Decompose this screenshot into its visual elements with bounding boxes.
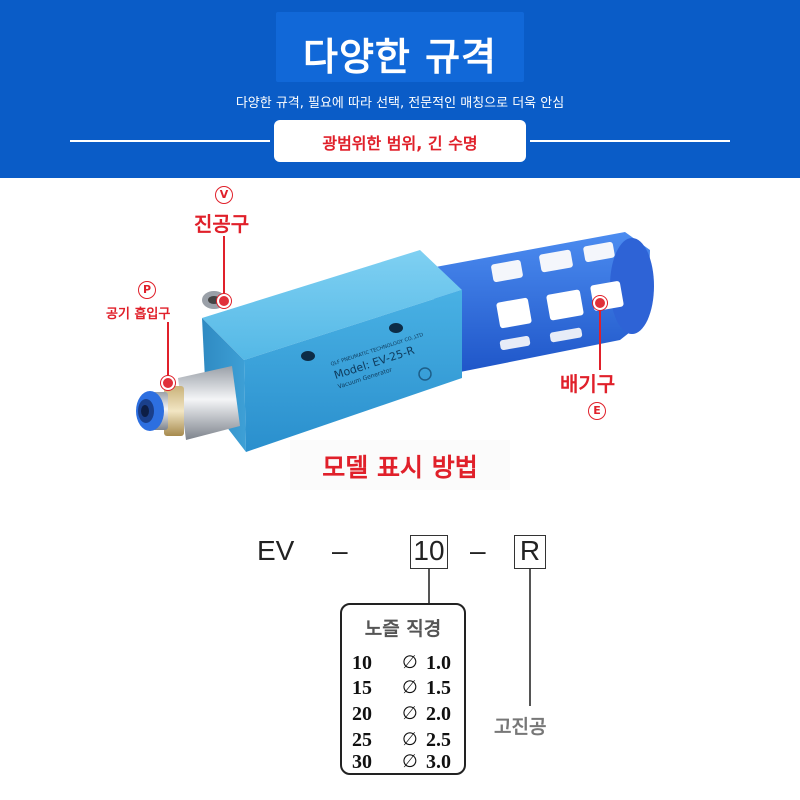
feature-pill-text: 광범위한 범위, 긴 수명 (322, 134, 478, 153)
exhaust-port-badge: E (588, 402, 606, 420)
suffix-code-box: R (514, 535, 546, 569)
vacuum-port-marker (217, 294, 231, 308)
nozzle-diameter: 2.0 (426, 703, 451, 725)
nozzle-row: 15 ∅ 1.5 (352, 677, 462, 701)
exhaust-port-label: 배기구 (560, 372, 616, 396)
air-inlet-marker (161, 376, 175, 390)
model-separator-1: – (332, 535, 348, 566)
diameter-symbol: ∅ (402, 729, 418, 750)
model-display-box: 모델 표시 방법 (290, 440, 510, 490)
nozzle-diameter: 3.0 (426, 751, 451, 773)
diameter-symbol: ∅ (402, 751, 418, 772)
exhaust-port-leader (599, 310, 601, 370)
air-inlet-label: 공기 흡입구 (106, 307, 171, 322)
model-display-title: 모델 표시 방법 (322, 453, 478, 482)
nozzle-code: 15 (352, 677, 372, 699)
page-title: 다양한 규격 (302, 35, 498, 79)
divider-right (530, 140, 730, 142)
nozzle-row: 10 ∅ 1.0 (352, 652, 462, 676)
nozzle-code: 25 (352, 729, 372, 751)
nozzle-code: 20 (352, 703, 372, 725)
nozzle-diameter: 1.5 (426, 677, 451, 699)
vacuum-port-leader (223, 236, 225, 298)
nozzle-row: 30 ∅ 3.0 (352, 751, 462, 775)
nozzle-code: 30 (352, 751, 372, 773)
size-code-leader (428, 569, 430, 603)
vacuum-port-label: 진공구 (194, 212, 250, 236)
page-subtitle: 다양한 규격, 필요에 따라 선택, 전문적인 매칭으로 더욱 안심 (235, 96, 565, 111)
suffix-meaning-label: 고진공 (494, 716, 547, 738)
vacuum-port-badge: V (215, 186, 233, 204)
diameter-symbol: ∅ (402, 677, 418, 698)
suffix-code-leader (529, 569, 531, 706)
nozzle-diameter: 2.5 (426, 729, 451, 751)
model-prefix: EV (257, 535, 295, 566)
diameter-symbol: ∅ (402, 703, 418, 724)
exhaust-port-marker (593, 296, 607, 310)
air-inlet-leader (167, 322, 169, 382)
divider-left (70, 140, 270, 142)
title-box: 다양한 규격 (276, 12, 524, 82)
model-separator-2: – (470, 535, 486, 566)
nozzle-table-title: 노즐 직경 (364, 618, 442, 640)
header-banner: 다양한 규격 다양한 규격, 필요에 따라 선택, 전문적인 매칭으로 더욱 안… (0, 0, 800, 178)
size-code-box: 10 (410, 535, 448, 569)
diameter-symbol: ∅ (402, 652, 418, 673)
nozzle-diameter: 1.0 (426, 652, 451, 674)
feature-pill: 광범위한 범위, 긴 수명 (274, 120, 526, 162)
nozzle-diameter-table: 노즐 직경 10 ∅ 1.0 15 ∅ 1.5 20 ∅ 2.0 25 ∅ 2.… (340, 603, 466, 775)
air-inlet-fitting (136, 366, 240, 440)
nozzle-code: 10 (352, 652, 372, 674)
air-inlet-badge: P (138, 281, 156, 299)
exhaust-muffler (430, 232, 654, 375)
nozzle-row: 20 ∅ 2.0 (352, 703, 462, 727)
nozzle-row: 25 ∅ 2.5 (352, 729, 462, 753)
